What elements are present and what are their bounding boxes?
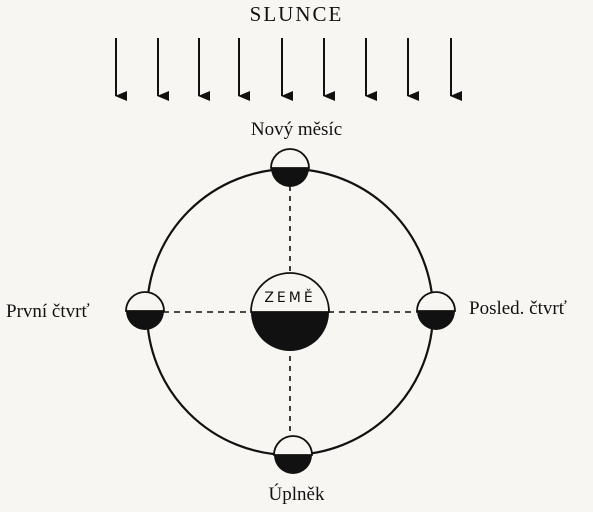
earth-label: ZEMĚ xyxy=(264,290,316,306)
first-quarter-label: První čtvrť xyxy=(6,301,90,322)
sun-label: SLUNCE xyxy=(249,2,344,26)
earth-globe xyxy=(250,272,330,351)
moon-first-quarter xyxy=(125,291,165,330)
full-moon-label: Úplněk xyxy=(268,484,325,505)
moon-full xyxy=(273,435,313,474)
moon-last-quarter xyxy=(416,291,456,330)
sunlight-arrows xyxy=(115,38,462,101)
moon-new xyxy=(270,148,310,187)
new-moon-label: Nový měsíc xyxy=(250,119,343,140)
last-quarter-label: Posled. čtvrť xyxy=(469,298,567,319)
